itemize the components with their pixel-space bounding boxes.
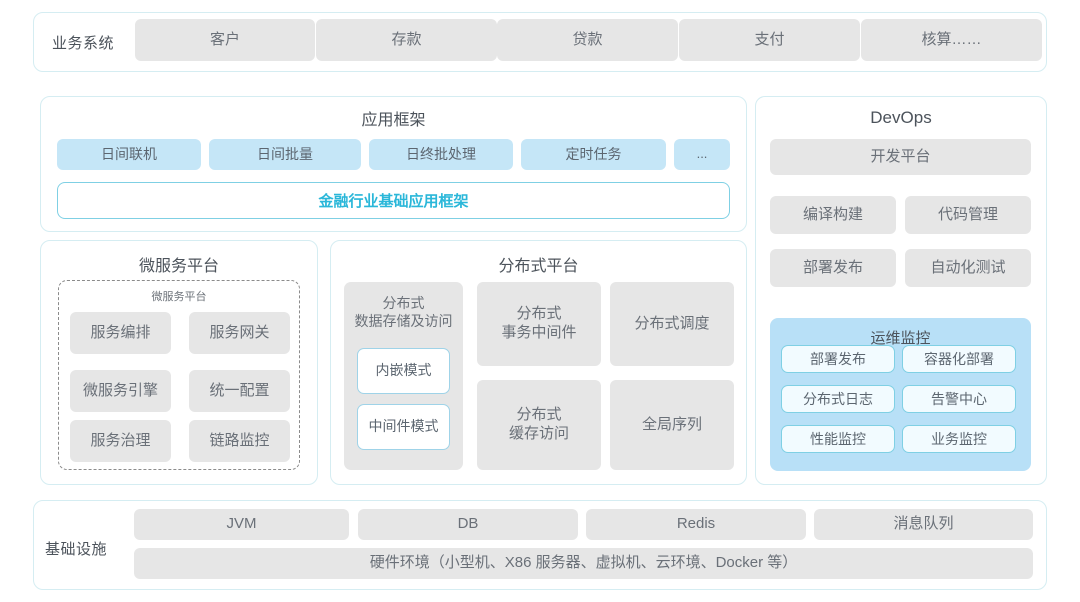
business-system-item-2[interactable]: 贷款	[497, 19, 678, 61]
microservice-item-1[interactable]: 服务网关	[189, 312, 290, 354]
microservice-item-3[interactable]: 统一配置	[189, 370, 290, 412]
app-framework-item-0[interactable]: 日间联机	[57, 139, 201, 170]
app-framework-item-2[interactable]: 日终批处理	[369, 139, 513, 170]
app-framework-item-4[interactable]: ...	[674, 139, 730, 170]
distributed-storage-label-line2: 数据存储及访问	[354, 313, 453, 330]
business-system-item-3[interactable]: 支付	[679, 19, 860, 61]
devops-item-3[interactable]: 自动化测试	[905, 249, 1031, 287]
business-system-item-0[interactable]: 客户	[135, 19, 315, 61]
monitoring-item-4[interactable]: 性能监控	[781, 425, 895, 453]
distributed-platform-title: 分布式平台	[498, 258, 579, 275]
business-system-item-1[interactable]: 存款	[316, 19, 497, 61]
monitoring-item-2[interactable]: 分布式日志	[781, 385, 895, 413]
distributed-storage-label-line1: 分布式	[382, 295, 425, 311]
microservice-item-4[interactable]: 服务治理	[70, 420, 171, 462]
distributed-item-1[interactable]: 分布式调度	[610, 282, 734, 366]
devops-item-0[interactable]: 编译构建	[770, 196, 896, 234]
infrastructure-item-0[interactable]: JVM	[134, 509, 349, 540]
app-framework-title: 应用框架	[361, 112, 426, 129]
devops-title: DevOps	[870, 108, 932, 127]
app-framework-item-3[interactable]: 定时任务	[521, 139, 666, 170]
monitoring-item-3[interactable]: 告警中心	[902, 385, 1016, 413]
infrastructure-item-1[interactable]: DB	[358, 509, 578, 540]
monitoring-item-0[interactable]: 部署发布	[781, 345, 895, 373]
distributed-storage-mode-1[interactable]: 中间件模式	[357, 404, 450, 450]
microservice-item-0[interactable]: 服务编排	[70, 312, 171, 354]
distributed-item-3[interactable]: 全局序列	[610, 380, 734, 470]
devops-item-2[interactable]: 部署发布	[770, 249, 896, 287]
app-framework-foundation[interactable]: 金融行业基础应用框架	[57, 182, 730, 219]
distributed-item-0-line2: 事务中间件	[501, 324, 577, 341]
infrastructure-item-2[interactable]: Redis	[586, 509, 806, 540]
infrastructure-label: 基础设施	[45, 541, 108, 558]
microservice-item-5[interactable]: 链路监控	[189, 420, 290, 462]
monitoring-item-5[interactable]: 业务监控	[902, 425, 1016, 453]
infrastructure-item-3[interactable]: 消息队列	[814, 509, 1033, 540]
infrastructure-hardware[interactable]: 硬件环境（小型机、X86 服务器、虚拟机、云环境、Docker 等）	[134, 548, 1033, 579]
devops-monitoring-title: 运维监控	[870, 330, 931, 347]
devops-item-1[interactable]: 代码管理	[905, 196, 1031, 234]
microservice-platform-subtitle: 微服务平台	[151, 291, 207, 303]
business-system-label: 业务系统	[52, 35, 115, 52]
monitoring-item-1[interactable]: 容器化部署	[902, 345, 1016, 373]
microservice-platform-dashed-group	[58, 280, 300, 470]
business-system-item-4[interactable]: 核算……	[861, 19, 1042, 61]
distributed-item-2-line1: 分布式	[516, 406, 562, 424]
app-framework-item-1[interactable]: 日间批量	[209, 139, 361, 170]
distributed-storage-mode-0[interactable]: 内嵌模式	[357, 348, 450, 394]
distributed-item-0[interactable]: 分布式 事务中间件	[477, 282, 601, 366]
devops-dev-platform[interactable]: 开发平台	[770, 139, 1031, 175]
distributed-item-0-line1: 分布式	[516, 305, 562, 323]
distributed-item-2-line2: 缓存访问	[508, 425, 569, 442]
microservice-platform-title: 微服务平台	[138, 258, 219, 275]
distributed-storage-label: 分布式 数据存储及访问	[344, 294, 463, 330]
distributed-item-2[interactable]: 分布式 缓存访问	[477, 380, 601, 470]
microservice-item-2[interactable]: 微服务引擎	[70, 370, 171, 412]
